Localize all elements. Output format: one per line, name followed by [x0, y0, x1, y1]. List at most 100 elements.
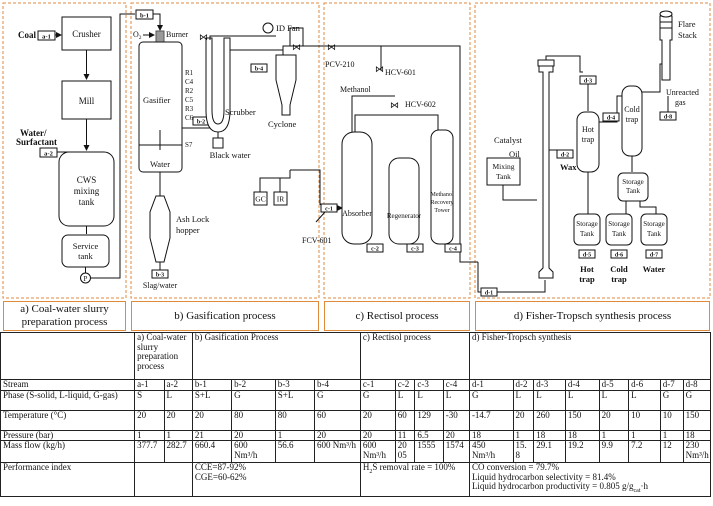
perf-b: CCE=87-92% CGE=60-62%	[191, 461, 361, 498]
stream-tag-d2	[556, 149, 574, 159]
table-cell: 450 Nm³/h	[468, 440, 514, 463]
stream-d5-text: d-5	[583, 253, 591, 259]
flare-stack-top	[659, 21, 673, 29]
table-cell: d-6	[628, 379, 661, 391]
storage-gas-label-1: Storage	[622, 178, 643, 186]
table-cell: G	[682, 389, 712, 411]
storage-hot-label-2: Tank	[580, 230, 594, 238]
stream-a1-text: a-1	[42, 34, 51, 41]
row-label: Mass flow (kg/h)	[0, 440, 136, 463]
storage-cold-label-2: Tank	[612, 230, 626, 238]
table-cell: 60	[394, 409, 416, 431]
perf-b-line-2: CGE=60-62%	[194, 471, 247, 482]
gasifier-vessel	[138, 41, 183, 173]
table-cell: 20	[512, 409, 535, 431]
cws-label-3: tank	[79, 197, 95, 207]
stream-d6-text: d-6	[615, 253, 623, 259]
table-cell: -14.7	[468, 409, 514, 431]
absorber-label: Absorber	[342, 209, 372, 218]
burner-label: Burner	[166, 30, 189, 39]
table-cell: L	[442, 389, 470, 411]
storage-tank-water	[640, 213, 668, 246]
table-cell: L	[598, 389, 630, 411]
table-cell: 18	[682, 429, 712, 441]
section-c-frame	[323, 2, 471, 299]
coal-label: Coal	[18, 30, 36, 40]
table-cell: 1	[628, 429, 661, 441]
table-cell: L	[564, 389, 600, 411]
section-c-label: c) Rectisol process	[324, 301, 470, 331]
table-cell: L	[414, 389, 444, 411]
water-out-label: Water	[643, 264, 666, 274]
c4-label: C4	[185, 78, 194, 86]
performance-row: Performance index CCE=87-92% CGE=60-62% …	[0, 461, 712, 498]
valve-bow: ⋈	[199, 32, 208, 42]
perf-d-line-1: CO conversion = 79.7%	[471, 462, 560, 472]
section-a-equipment: Coal a-1 Crusher Mill Water/ Surfactant …	[16, 13, 135, 284]
unreacted-label-1: Unreacted	[666, 88, 699, 97]
table-cell: L	[533, 389, 566, 411]
hot-trap-label-1: Hot	[582, 125, 595, 134]
table-cell: S+L	[274, 389, 316, 411]
table-cell: G	[231, 389, 276, 411]
table-cell: a-2	[163, 379, 193, 391]
table-cell: 20	[359, 429, 396, 441]
mill	[61, 80, 112, 120]
regenerator-label: Regenerator	[387, 212, 422, 220]
table-cell: b-1	[191, 379, 233, 391]
cold-trap-label-2: trap	[626, 115, 638, 124]
table-cell: b-3	[274, 379, 316, 391]
mill-label: Mill	[79, 96, 95, 106]
section-b-equipment: b-1 O2 Burner Gasifier R1 C4 R2 C5 R3 C6…	[133, 9, 340, 290]
header-a: a) Coal-water slurry preparation process	[134, 332, 193, 380]
perf-d-line-2: Liquid hydrocarbon selectivity = 81.4%	[471, 471, 616, 482]
table-cell: 18	[468, 429, 514, 441]
cold-trap-out-1: Cold	[610, 264, 628, 274]
stream-tag-d5	[578, 249, 596, 259]
table-cell: d-8	[682, 379, 712, 391]
header-d: d) Fisher-Tropsch synthesis	[468, 332, 712, 380]
section-d-frame	[474, 2, 711, 299]
table-cell: 1555	[414, 440, 444, 463]
table-cell: a-1	[134, 379, 165, 391]
methanol-label: Methanol	[340, 85, 371, 94]
fcv601-label: FCV-601	[302, 236, 332, 245]
flare-stack-cap	[659, 10, 673, 18]
table-cell: 20	[163, 409, 193, 431]
stream-a2-text: a-2	[44, 151, 53, 158]
flare-label-1: Flare	[678, 19, 696, 29]
stream-tag-c3	[406, 243, 424, 253]
row-label: Stream	[0, 379, 136, 391]
storage-tank-cold	[605, 213, 633, 246]
stream-c3-text: c-3	[411, 247, 419, 253]
perf-a	[134, 461, 193, 498]
header-c: c) Rectisol process	[359, 332, 470, 380]
table-cell: 56.6	[274, 440, 316, 463]
service-label-1: Service	[73, 241, 99, 251]
mrt-label-3: Tower	[434, 208, 449, 214]
table-cell: d-4	[564, 379, 600, 391]
table-cell: S+L	[191, 389, 233, 411]
slag-water-label: Slag/water	[143, 281, 178, 290]
black-water-drum	[212, 137, 224, 149]
regenerator	[388, 157, 420, 245]
mrt-label-2: Recovery	[431, 200, 454, 206]
catalyst-label: Catalyst	[494, 135, 522, 145]
id-fan	[262, 22, 274, 34]
stream-d7-text: d-7	[650, 253, 658, 259]
table-cell: 600 Nm³/h	[359, 440, 396, 463]
fts-reactor	[538, 65, 554, 279]
stream-b3-text: b-3	[156, 273, 164, 279]
table-cell: 20	[314, 429, 361, 441]
cyclone-label: Cyclone	[268, 119, 297, 129]
stream-c2-text: c-2	[371, 247, 379, 253]
gc-label: GC	[255, 195, 265, 204]
storage-hot-label-1: Storage	[576, 220, 597, 228]
hcv601-label: HCV-601	[385, 68, 416, 77]
table-cell: 18	[533, 429, 566, 441]
stream-b4-text: b-4	[255, 67, 263, 73]
stream-tag-d7	[645, 249, 663, 259]
stream-tag-c4	[444, 243, 462, 253]
